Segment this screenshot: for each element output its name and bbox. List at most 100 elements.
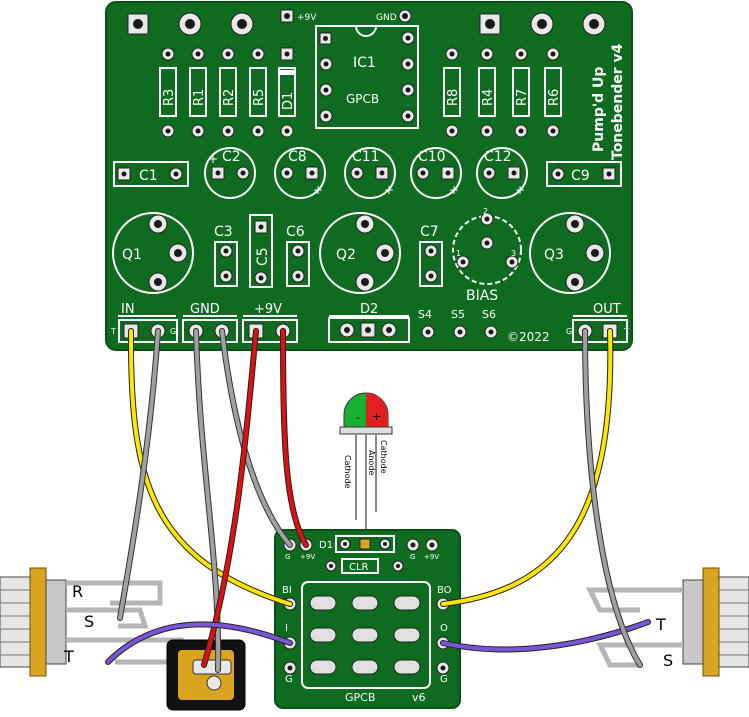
cap-c9: C9 bbox=[546, 161, 622, 187]
cap-label-c10: C10 bbox=[418, 149, 446, 165]
ic1-sub-label: GPCB bbox=[346, 92, 379, 106]
svg-text:+: + bbox=[313, 183, 323, 197]
cap-label-c6: C6 bbox=[286, 224, 305, 240]
resistor-label-r4: R4 bbox=[481, 89, 496, 106]
resistors-left: R3 R1 R2 R5 bbox=[159, 47, 296, 138]
electrolytic-caps: + C2 + C8 + C11 + C10 bbox=[204, 147, 528, 199]
transistor-q1: Q1 bbox=[112, 212, 194, 294]
svg-text:+: + bbox=[515, 183, 525, 197]
bias-label: BIAS bbox=[466, 288, 498, 304]
cap-label-c3: C3 bbox=[214, 224, 233, 240]
input-jack-t: T bbox=[63, 647, 74, 666]
cap-c7: C7 bbox=[419, 224, 443, 287]
led-pin-cathode-left: Cathode bbox=[343, 455, 352, 489]
sw-bi-label: BI bbox=[282, 585, 292, 596]
cap-c11: + C11 bbox=[344, 147, 396, 199]
out-g-label: G bbox=[566, 327, 572, 336]
ic1-label: IC1 bbox=[353, 55, 376, 71]
resistor-label-r3: R3 bbox=[162, 89, 177, 106]
diode-d1: D1 bbox=[278, 47, 296, 138]
sw-i-label: I bbox=[285, 623, 288, 634]
cap-c3: C3 bbox=[214, 224, 238, 287]
s4-label: S4 bbox=[418, 308, 432, 321]
bicolor-led: - + Cathode Anode Cathode bbox=[339, 392, 393, 530]
led-minus: - bbox=[356, 411, 360, 424]
copyright-label: ©2022 bbox=[507, 330, 550, 344]
in-t-label: T bbox=[110, 327, 116, 336]
resistor-label-r5: R5 bbox=[252, 89, 267, 106]
cap-label-c9: C9 bbox=[571, 168, 590, 184]
cap-c10: + C10 bbox=[410, 147, 462, 199]
sw-9v-left: +9V bbox=[300, 553, 315, 561]
resistors-right: R8 R4 R7 R6 bbox=[443, 47, 562, 138]
svg-text:+: + bbox=[449, 183, 459, 197]
gnd-label: GND bbox=[190, 302, 220, 317]
sw-bo-label: BO bbox=[437, 585, 452, 596]
bias-pin-2: 2 bbox=[483, 207, 488, 216]
footswitch-lugs bbox=[309, 595, 421, 675]
transistor-label-q2: Q2 bbox=[336, 247, 356, 263]
resistor-r7: R7 bbox=[512, 47, 530, 138]
resistor-r8: R8 bbox=[443, 47, 461, 138]
output-jack-s: S bbox=[663, 651, 673, 670]
resistor-label-r6: R6 bbox=[547, 89, 562, 106]
cap-c1: C1 bbox=[113, 161, 189, 187]
transistor-label-q3: Q3 bbox=[544, 247, 564, 263]
resistor-label-r2: R2 bbox=[222, 89, 237, 106]
main-pcb: +9V GND R3 R1 R2 bbox=[105, 1, 633, 351]
input-jack: R S T bbox=[0, 567, 185, 677]
s5-label: S5 bbox=[451, 308, 465, 321]
wires bbox=[105, 328, 651, 673]
sw-d1-label: D1 bbox=[319, 540, 333, 551]
bias-trimmer: 1 2 3 BIAS bbox=[452, 207, 522, 304]
out-label: OUT bbox=[593, 302, 621, 317]
svg-text:+: + bbox=[208, 152, 218, 166]
cap-c6: C6 bbox=[286, 224, 310, 287]
sw-9v-right: +9V bbox=[424, 553, 439, 561]
board-title-line2: Tonebender v4 bbox=[610, 43, 626, 160]
sw-g-left: G bbox=[285, 553, 290, 561]
in-label: IN bbox=[121, 302, 135, 317]
input-jack-r: R bbox=[72, 582, 83, 601]
in-g-label: G bbox=[170, 327, 176, 336]
input-jack-s: S bbox=[84, 612, 94, 631]
sw-version: v6 bbox=[412, 691, 426, 704]
sw-o-label: O bbox=[440, 623, 448, 634]
ic1-socket: IC1 GPCB bbox=[315, 25, 419, 129]
resistor-r3: R3 bbox=[159, 47, 177, 138]
cap-label-c5: C5 bbox=[255, 247, 271, 266]
sw-brand: GPCB bbox=[345, 691, 375, 704]
resistor-r2: R2 bbox=[219, 47, 237, 138]
sw-g-bottom-left: G bbox=[285, 674, 293, 685]
switch-pcb: G +9V D1 G +9V CLR BI BO I O G G bbox=[274, 529, 461, 709]
plus9v-label: +9V bbox=[254, 302, 282, 317]
board-title-line1: Pump'd Up bbox=[591, 67, 607, 152]
output-jack-t: T bbox=[655, 615, 666, 634]
cap-label-c8: C8 bbox=[288, 149, 307, 165]
output-jack: T S bbox=[585, 567, 749, 677]
top-pads bbox=[127, 9, 606, 36]
cap-label-c11: C11 bbox=[352, 149, 380, 165]
cap-label-c1: C1 bbox=[139, 168, 158, 184]
cap-c12: + C12 bbox=[476, 147, 528, 199]
sw-g-right: G bbox=[410, 553, 415, 561]
cap-c8: + C8 bbox=[274, 147, 326, 199]
resistor-label-r8: R8 bbox=[446, 89, 461, 106]
bias-pin-3: 3 bbox=[511, 249, 516, 258]
resistor-label-r7: R7 bbox=[515, 89, 530, 106]
cap-c2: + C2 bbox=[204, 147, 256, 199]
transistor-q3: Q3 bbox=[529, 212, 611, 294]
resistor-r1: R1 bbox=[189, 47, 207, 138]
svg-text:+: + bbox=[384, 183, 394, 197]
out-t-label: T bbox=[623, 327, 629, 336]
bias-pin-1: 1 bbox=[456, 249, 461, 258]
resistor-r6: R6 bbox=[544, 47, 562, 138]
s6-label: S6 bbox=[482, 308, 496, 321]
transistor-q2: Q2 bbox=[319, 212, 401, 294]
gnd-top-label: GND bbox=[376, 13, 397, 23]
led-plus: + bbox=[372, 410, 381, 423]
sw-clr-label: CLR bbox=[349, 562, 369, 573]
sw-g-bottom-right: G bbox=[440, 674, 448, 685]
